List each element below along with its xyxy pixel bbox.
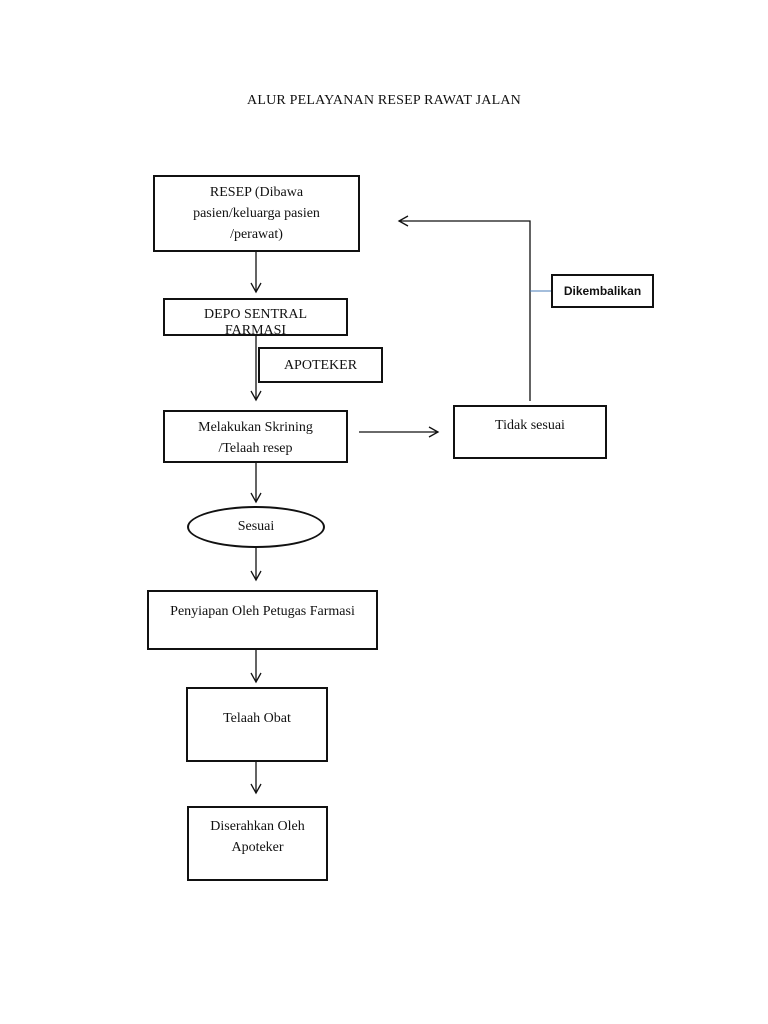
node-tidak-sesuai: Tidak sesuai [453, 405, 607, 459]
node-sesuai-label: Sesuai [237, 519, 275, 534]
label-dikembalikan: Dikembalikan [551, 274, 654, 308]
node-apoteker: APOTEKER [258, 347, 383, 383]
node-penyiapan-label: Penyiapan Oleh Petugas Farmasi [170, 604, 355, 619]
node-diserahkan: Diserahkan Oleh Apoteker [187, 806, 328, 881]
node-resep: RESEP (Dibawa pasien/keluarga pasien /pe… [153, 175, 360, 252]
node-apoteker-label: APOTEKER [283, 358, 358, 373]
node-sesuai: Sesuai [187, 506, 325, 548]
node-tidak-sesuai-label: Tidak sesuai [495, 418, 565, 433]
label-dikembalikan-text: Dikembalikan [563, 284, 642, 298]
node-telaah-obat: Telaah Obat [186, 687, 328, 762]
node-depo-sentral: DEPO SENTRAL FARMASI [163, 298, 348, 336]
node-skrining-label: Melakukan Skrining /Telaah resep [198, 420, 313, 456]
page-title: ALUR PELAYANAN RESEP RAWAT JALAN [247, 93, 521, 108]
node-depo-sentral-label: DEPO SENTRAL [203, 307, 308, 322]
node-skrining: Melakukan Skrining /Telaah resep [163, 410, 348, 463]
node-diserahkan-label: Diserahkan Oleh Apoteker [210, 819, 305, 855]
node-penyiapan: Penyiapan Oleh Petugas Farmasi [147, 590, 378, 650]
node-telaah-obat-label: Telaah Obat [223, 711, 291, 726]
node-resep-label: RESEP (Dibawa pasien/keluarga pasien /pe… [193, 185, 320, 242]
node-depo-sentral-overflow: FARMASI [224, 323, 287, 336]
arrow-tidak-sesuai-to-resep [397, 215, 531, 401]
